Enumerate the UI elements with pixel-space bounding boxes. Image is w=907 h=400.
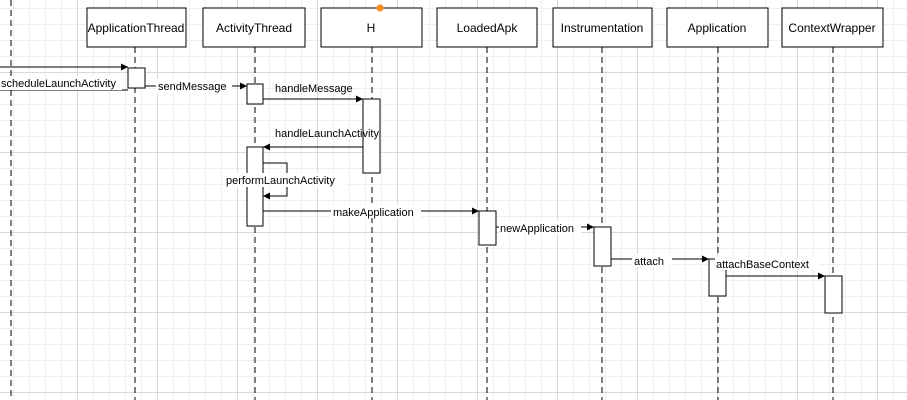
participant-label: Application [688,21,747,35]
participant-activitythread[interactable]: ActivityThread [202,7,306,48]
participant-application[interactable]: Application [666,7,769,48]
activation-applicationthread[interactable] [127,67,146,89]
participant-label: ApplicationThread [88,21,185,35]
activation-h[interactable] [362,98,381,174]
message-label-performlaunchactivity[interactable]: performLaunchActivity [226,175,335,187]
activation-activitythread-1[interactable] [246,83,264,105]
message-label-schedulelaunchactivity[interactable]: scheduleLaunchActivity [1,78,116,90]
participant-label: LoadedApk [457,21,519,35]
message-label-attachbasecontext[interactable]: attachBaseContext [716,259,809,271]
participant-h[interactable]: H [320,7,423,48]
selection-handle[interactable] [376,4,384,12]
message-label-handlelaunchactivity[interactable]: handleLaunchActivity [275,128,379,140]
message-label-handlemessage[interactable]: handleMessage [275,83,353,95]
participant-label: ContextWrapper [788,21,875,35]
participant-contextwrapper[interactable]: ContextWrapper [781,7,884,48]
participant-instrumentation[interactable]: Instrumentation [552,7,653,48]
message-label-makeapplication[interactable]: makeApplication [333,207,414,219]
participant-loadedapk[interactable]: LoadedApk [436,7,538,48]
participant-applicationthread[interactable]: ApplicationThread [86,7,187,48]
participant-label: H [367,21,376,35]
message-label-attach[interactable]: attach [634,256,664,268]
participant-label: Instrumentation [561,21,644,35]
activation-instrumentation[interactable] [593,226,612,267]
message-label-newapplication[interactable]: newApplication [500,223,574,235]
activation-contextwrapper[interactable] [824,275,843,314]
participant-label: ActivityThread [216,21,292,35]
activation-loadedapk[interactable] [478,210,497,246]
message-label-sendmessage[interactable]: sendMessage [158,81,227,93]
